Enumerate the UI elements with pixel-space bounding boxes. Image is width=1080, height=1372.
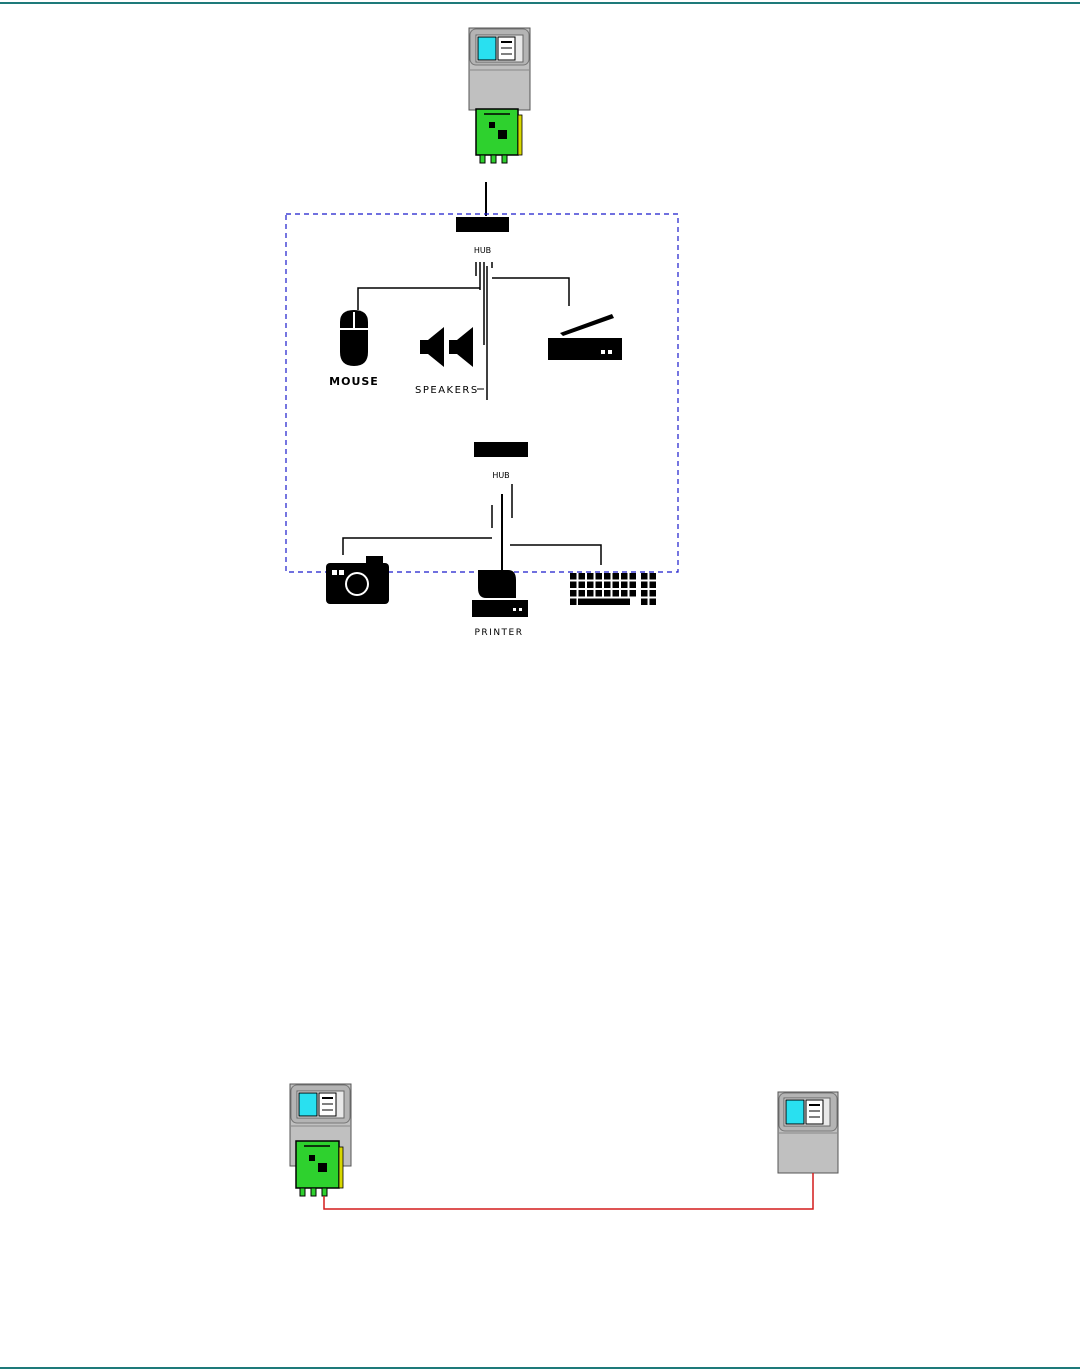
- bottom-hub-label: HUB: [492, 471, 509, 480]
- scanner-cable: [492, 278, 569, 306]
- scanner-icon: [548, 314, 622, 360]
- top-hub-icon: [456, 217, 509, 232]
- keyboard-cable: [510, 545, 601, 565]
- printer-label: PRINTER: [474, 628, 523, 638]
- right-host-pc-icon: [778, 1092, 838, 1173]
- mouse-cable: [358, 288, 480, 310]
- mouse-label: MOUSE: [329, 375, 379, 388]
- usb-topology-diagram: HUB MOUSE SPEAKERS HUB: [0, 0, 1080, 700]
- speakers-icon: [420, 327, 473, 367]
- bottom-hub-icon: [474, 442, 528, 457]
- left-usb-card-icon: [296, 1141, 343, 1196]
- speakers-label: SPEAKERS: [415, 385, 479, 396]
- keyboard-icon: [570, 573, 656, 605]
- usb-bus-boundary: [286, 214, 678, 572]
- host-pc-icon: [469, 28, 530, 110]
- top-hub-label: HUB: [474, 246, 491, 255]
- bottom-rule: [0, 1367, 1080, 1369]
- usb-card-icon: [476, 109, 522, 163]
- camera-cable: [343, 538, 492, 555]
- camera-icon: [326, 556, 389, 604]
- printer-icon: [472, 570, 528, 617]
- left-host-pc-icon: [290, 1084, 351, 1166]
- mouse-icon: [340, 310, 368, 366]
- pc-link-cable: [324, 1173, 813, 1209]
